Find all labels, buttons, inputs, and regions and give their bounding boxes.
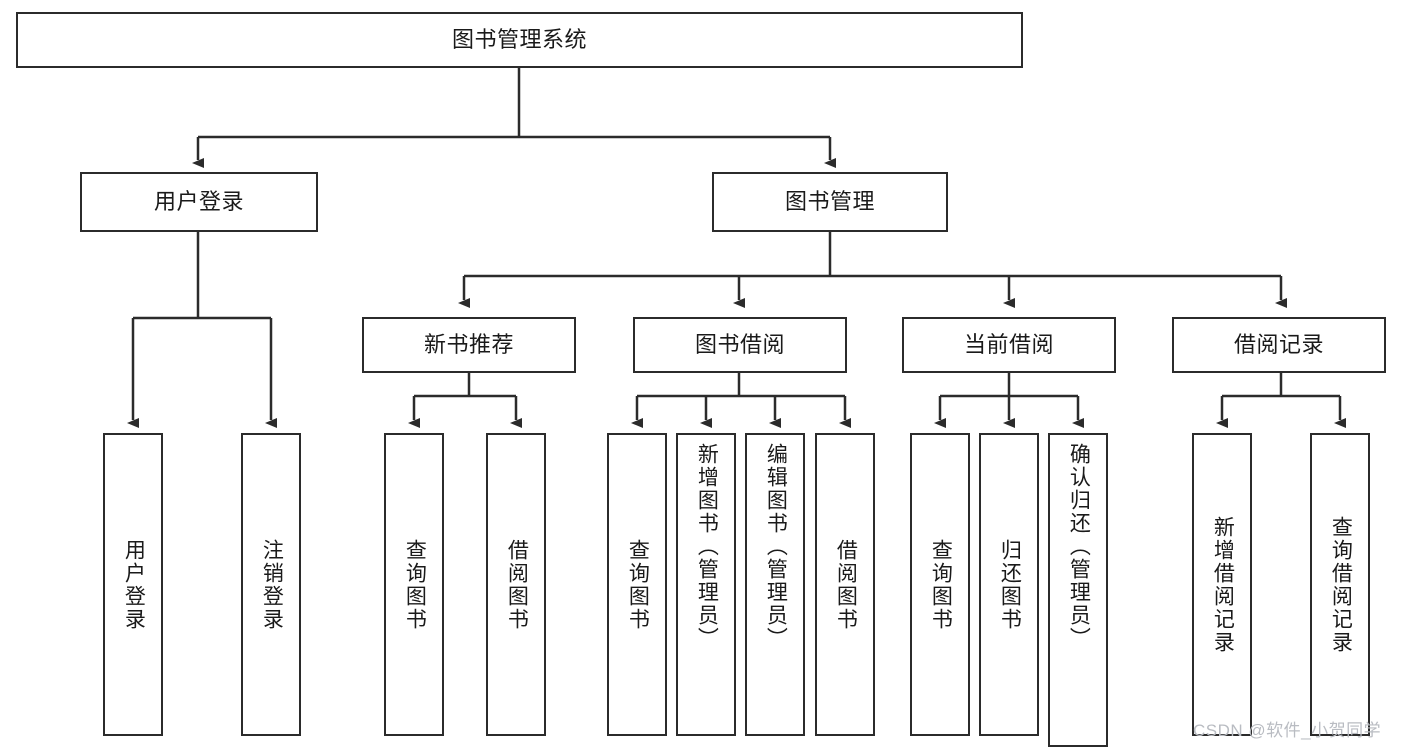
node-current-borrow-label: 当前借阅 <box>963 331 1054 357</box>
leaf-query-book-2-label: 查询图书 <box>626 538 650 631</box>
leaf-return-book-label: 归还图书 <box>998 538 1022 631</box>
leaf-query-book-1-label: 查询图书 <box>403 538 427 631</box>
leaf-query-book-1[interactable]: 查询图书 <box>384 433 444 736</box>
leaf-confirm-return[interactable]: 确认归还（管理员） <box>1048 433 1108 747</box>
node-root[interactable]: 图书管理系统 <box>16 12 1023 68</box>
leaf-borrow-book-2-label: 借阅图书 <box>834 538 858 631</box>
node-root-label: 图书管理系统 <box>451 26 587 52</box>
leaf-edit-book[interactable]: 编辑图书（管理员） <box>745 433 805 736</box>
node-user-login[interactable]: 用户登录 <box>80 172 318 232</box>
leaf-query-book-3[interactable]: 查询图书 <box>910 433 970 736</box>
leaf-user-login-label: 用户登录 <box>122 538 146 631</box>
leaf-borrow-book-1-label: 借阅图书 <box>505 538 529 631</box>
leaf-user-logout[interactable]: 注销登录 <box>241 433 301 736</box>
node-book-manage[interactable]: 图书管理 <box>712 172 948 232</box>
leaf-confirm-return-label: 确认归还（管理员） <box>1067 443 1091 650</box>
node-new-book-recommend[interactable]: 新书推荐 <box>362 317 576 373</box>
csdn-watermark: CSDN @软件_小贺同学 <box>1193 721 1382 740</box>
node-user-login-label: 用户登录 <box>153 188 244 214</box>
leaf-query-book-2[interactable]: 查询图书 <box>607 433 667 736</box>
leaf-add-record-label: 新增借阅记录 <box>1211 515 1235 654</box>
leaf-user-logout-label: 注销登录 <box>260 538 284 631</box>
leaf-edit-book-label: 编辑图书（管理员） <box>764 443 788 650</box>
leaf-add-record[interactable]: 新增借阅记录 <box>1192 433 1252 736</box>
node-book-borrow-label: 图书借阅 <box>694 331 785 357</box>
leaf-borrow-book-1[interactable]: 借阅图书 <box>486 433 546 736</box>
node-book-manage-label: 图书管理 <box>784 188 875 214</box>
leaf-return-book[interactable]: 归还图书 <box>979 433 1039 736</box>
node-book-borrow[interactable]: 图书借阅 <box>633 317 847 373</box>
leaf-query-book-3-label: 查询图书 <box>929 538 953 631</box>
node-current-borrow[interactable]: 当前借阅 <box>902 317 1116 373</box>
leaf-add-book-label: 新增图书（管理员） <box>695 443 719 650</box>
leaf-query-record[interactable]: 查询借阅记录 <box>1310 433 1370 736</box>
leaf-user-login[interactable]: 用户登录 <box>103 433 163 736</box>
node-new-book-recommend-label: 新书推荐 <box>423 331 514 357</box>
leaf-query-record-label: 查询借阅记录 <box>1329 515 1353 654</box>
leaf-add-book[interactable]: 新增图书（管理员） <box>676 433 736 736</box>
leaf-borrow-book-2[interactable]: 借阅图书 <box>815 433 875 736</box>
node-borrow-record[interactable]: 借阅记录 <box>1172 317 1386 373</box>
node-borrow-record-label: 借阅记录 <box>1233 331 1324 357</box>
